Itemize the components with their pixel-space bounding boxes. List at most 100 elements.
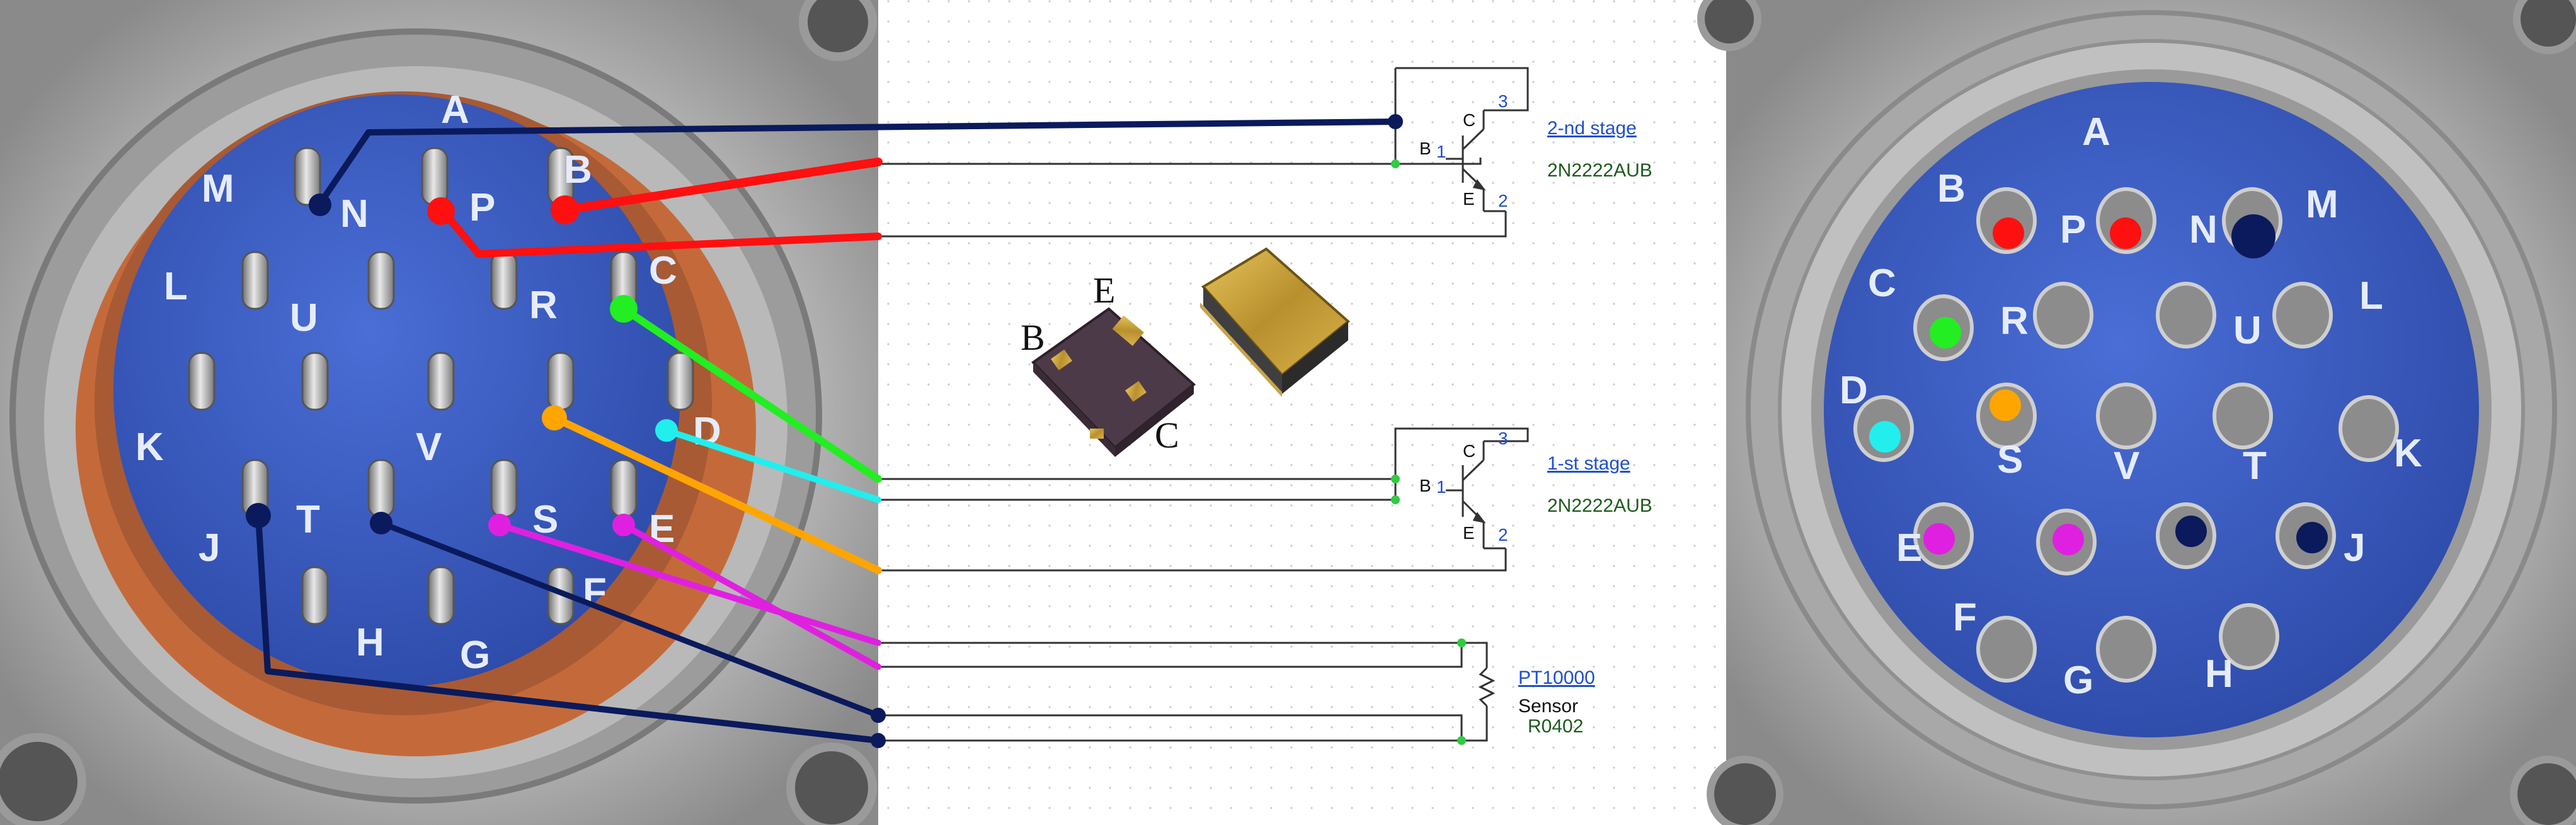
- left-pin-label-n: N: [340, 192, 369, 236]
- marker-magenta-1: [1923, 523, 1955, 555]
- marker-green: [1930, 317, 1961, 349]
- left-marker-green-c: [610, 295, 638, 323]
- wire-magenta-e: [621, 522, 881, 670]
- left-pin-label-v: V: [416, 425, 442, 469]
- right-pin-label-n: N: [2189, 208, 2218, 251]
- right-pin-label-h: H: [2205, 652, 2233, 696]
- stage1-link[interactable]: 1-st stage: [1547, 453, 1630, 474]
- sensor-package: R0402: [1528, 716, 1583, 737]
- marker-red-2: [2110, 217, 2141, 249]
- wire-stage2-base: [878, 158, 1482, 165]
- left-pin-label-b: B: [564, 148, 592, 192]
- stage2-pin-e: E: [1463, 189, 1475, 209]
- right-pin-markers: [1869, 214, 2328, 555]
- stage2-num-collector: 3: [1498, 91, 1508, 111]
- marker-cyan: [1869, 421, 1901, 453]
- wire-orange-r: [551, 414, 882, 574]
- marker-red-1: [1993, 217, 2024, 249]
- stage1-num-collector: 3: [1498, 429, 1508, 448]
- stage1-num-base: 1: [1436, 477, 1446, 497]
- right-pin-label-g: G: [2063, 659, 2093, 702]
- wire-red-b: [561, 158, 883, 214]
- wire-stage2-emitter: [878, 211, 1507, 238]
- left-pins: [188, 147, 694, 625]
- left-marker-orange-r: [542, 405, 567, 430]
- left-pin-label-p: P: [469, 186, 495, 229]
- stage1-num-emitter: 2: [1498, 525, 1508, 545]
- right-pin-label-l: L: [2359, 274, 2383, 318]
- wire-navy-n: [317, 118, 1399, 207]
- left-marker-navy-j: [246, 503, 271, 528]
- left-pin-label-c: C: [649, 249, 677, 292]
- wire-stage1-base-loop: [878, 427, 1529, 480]
- stage1-labels: 1-st stage 2N2222AUB C B E 1 3 2: [1419, 429, 1652, 545]
- stage2-pin-c: C: [1463, 110, 1475, 130]
- schematic-junctions: [1391, 159, 1466, 745]
- sensor-type: Sensor: [1518, 696, 1578, 717]
- wire-navy-j: [255, 512, 881, 744]
- right-pin-label-r: R: [2000, 299, 2029, 343]
- stage2-num-emitter: 2: [1498, 191, 1508, 211]
- right-pin-label-f: F: [1953, 596, 1977, 639]
- stage1-pin-b: B: [1419, 476, 1431, 495]
- pad-emitter: [1112, 315, 1144, 346]
- marker-navy-2: [2175, 516, 2207, 547]
- wire-sensor-top: [878, 642, 1488, 668]
- marker-navy-3: [2296, 522, 2328, 553]
- pad-base: [1051, 349, 1072, 371]
- wire-red-p: [438, 206, 882, 258]
- left-marker-navy-n: [309, 193, 331, 216]
- wire-sensor-top2: [878, 643, 1463, 668]
- right-pin-label-k: K: [2394, 432, 2422, 475]
- stage2-num-base: 1: [1436, 142, 1446, 161]
- left-pin-label-t: T: [296, 498, 320, 541]
- chip-label-b: B: [1021, 317, 1045, 358]
- left-marker-magenta-s: [488, 514, 511, 536]
- left-pin-markers: [246, 193, 886, 748]
- right-pin-label-e: E: [1896, 526, 1922, 570]
- right-pin-label-v: V: [2114, 444, 2139, 488]
- sensor-link[interactable]: PT10000: [1518, 667, 1595, 688]
- left-pin-label-u: U: [290, 296, 318, 340]
- left-pin-label-l: L: [164, 265, 188, 308]
- transistor-package-photo: B E C: [1021, 247, 1351, 457]
- stage1-part: 2N2222AUB: [1547, 495, 1652, 516]
- right-pin-label-c: C: [1868, 262, 1896, 305]
- right-pin-label-s: S: [1997, 438, 2023, 482]
- left-pin-label-j: J: [198, 526, 220, 570]
- left-pin-label-h: H: [356, 621, 384, 664]
- right-pin-label-a: A: [2082, 110, 2110, 154]
- left-pin-label-a: A: [441, 88, 469, 132]
- right-pin-label-d: D: [1840, 369, 1868, 412]
- stage2-labels: 2-nd stage 2N2222AUB C B E 1 3 2: [1419, 91, 1652, 211]
- stage2-link[interactable]: 2-nd stage: [1547, 118, 1637, 139]
- wire-cyan-d: [663, 427, 881, 503]
- pad-collector: [1125, 381, 1147, 402]
- left-pin-label-r: R: [529, 284, 558, 327]
- right-pin-letters: A B C D E F G H J K L M N P R S T U V: [1840, 110, 2422, 702]
- left-marker-red-b: [551, 195, 580, 224]
- transistor-stage1: [1446, 440, 1506, 550]
- marker-navy-1: [2231, 214, 2275, 258]
- wire-navy-n-end: [1388, 114, 1403, 129]
- right-pin-label-t: T: [2243, 444, 2267, 488]
- left-marker-magenta-e: [612, 514, 635, 536]
- chip-label-c: C: [1155, 415, 1179, 456]
- right-pin-label-j: J: [2344, 526, 2365, 570]
- right-connector-photo: A B C D E F G H J K L M N P R S T U V: [1697, 0, 2576, 825]
- stage1-pin-e: E: [1463, 523, 1475, 543]
- colored-wires: [255, 114, 1403, 744]
- stage2-pin-b: B: [1419, 139, 1431, 158]
- stage2-part: 2N2222AUB: [1547, 160, 1652, 181]
- wire-magenta-s: [496, 522, 881, 646]
- left-pin-letters: A B C D E F G H J K L M N P R S T U V: [135, 88, 721, 677]
- stage1-pin-c: C: [1463, 441, 1475, 461]
- right-pin-label-p: P: [2060, 208, 2086, 251]
- wire-sensor-bottom2: [878, 706, 1488, 742]
- marker-magenta-2: [2052, 524, 2084, 555]
- transistor-stage2: [1446, 109, 1506, 212]
- wire-sensor-bottom: [878, 714, 1463, 741]
- sensor-labels: PT10000 Sensor R0402: [1518, 667, 1595, 737]
- left-marker-cyan-d: [655, 419, 678, 442]
